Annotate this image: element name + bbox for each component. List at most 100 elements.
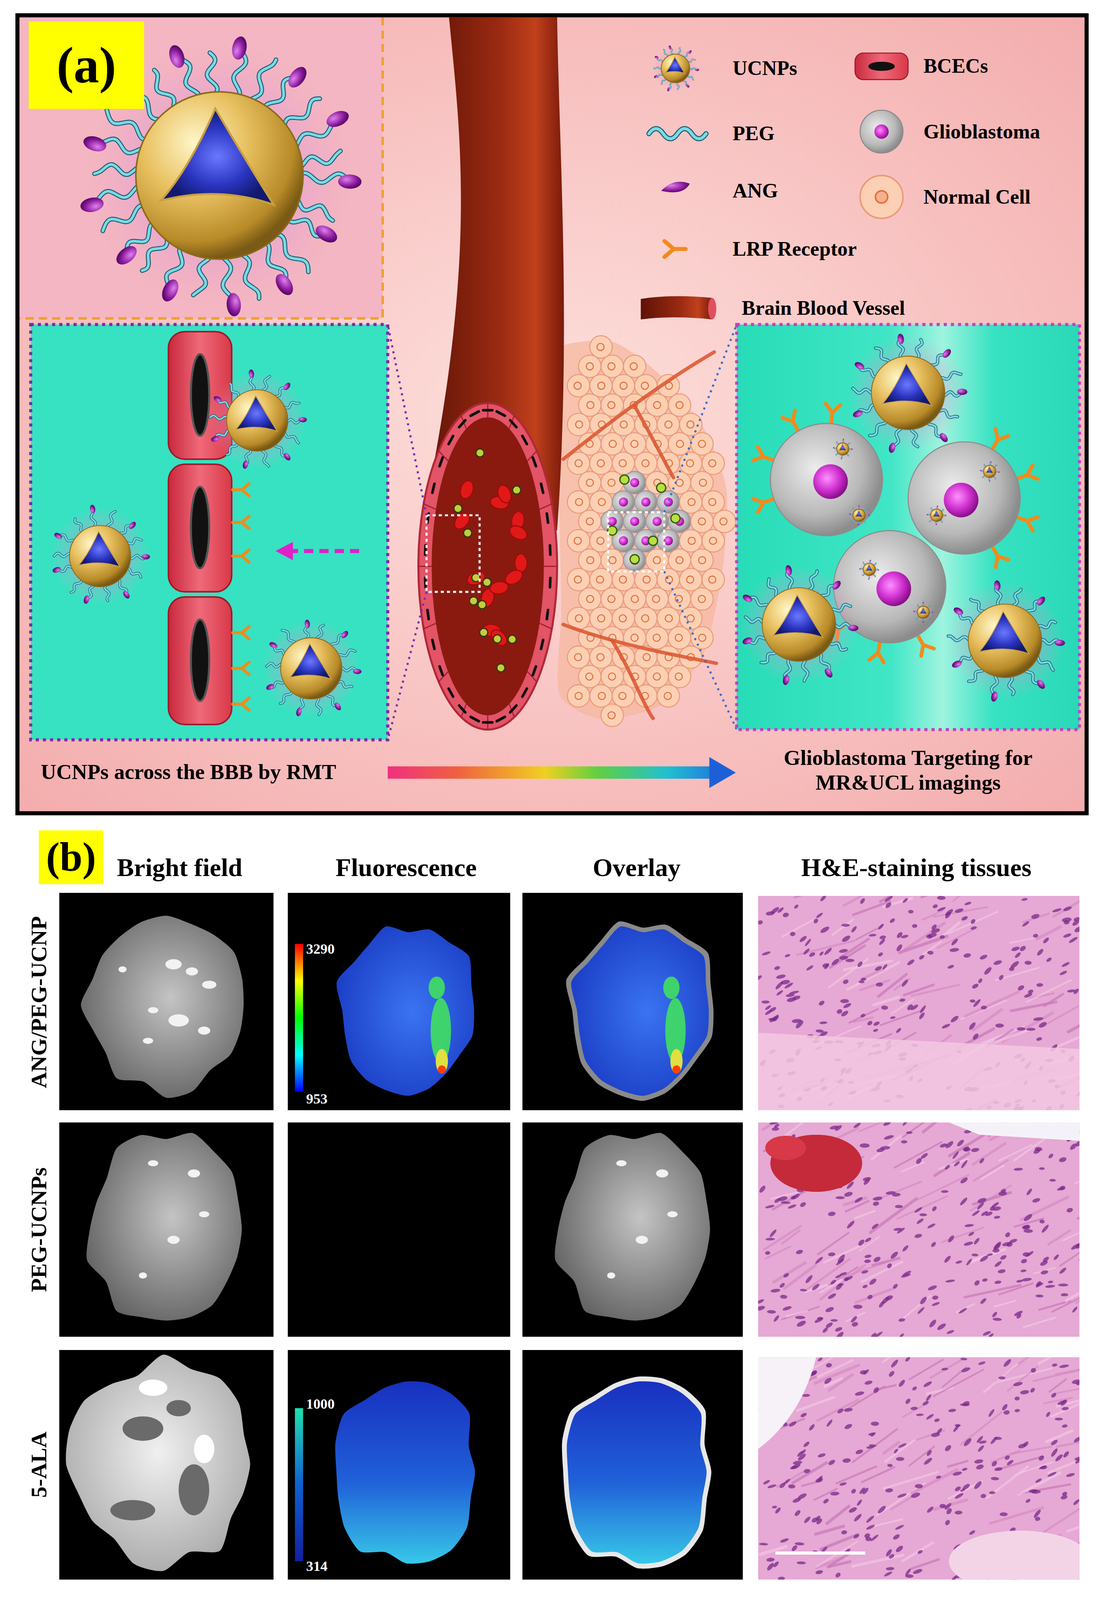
- ang-peptide: [89, 504, 97, 514]
- cell-nucleus: [930, 923, 938, 931]
- cell-nucleus: [882, 1122, 892, 1127]
- cell-nucleus: [993, 1259, 1003, 1268]
- peg-chain: [266, 662, 283, 667]
- bright-spot: [616, 1159, 627, 1166]
- cell-nucleus: [878, 1299, 886, 1309]
- tissue-fiber: [1035, 926, 1062, 940]
- cell-nucleus: [862, 1176, 872, 1186]
- core-cutaway: [919, 607, 928, 615]
- tissue-fiber: [858, 1122, 901, 1132]
- tissue-fiber: [852, 1428, 898, 1463]
- glioblastoma-nucleus: [663, 497, 674, 507]
- cell-nucleus: [834, 1281, 844, 1291]
- bright-spot: [187, 1169, 201, 1178]
- cell-nucleus: [922, 1380, 933, 1388]
- peg-chain: [283, 98, 320, 130]
- cell-nucleus: [864, 1379, 874, 1385]
- peg-chain: [126, 568, 141, 578]
- cell-nucleus: [900, 1272, 912, 1279]
- tissue-fiber: [1010, 1446, 1053, 1454]
- cell-nucleus: [827, 1210, 836, 1217]
- tissue-fiber: [783, 1264, 817, 1289]
- panel-a-ground: [17, 15, 1088, 814]
- tissue-fiber: [960, 1411, 1003, 1445]
- cell-nucleus: [859, 1142, 870, 1148]
- cell-nucleus: [804, 938, 812, 947]
- tissue-fiber: [947, 1460, 969, 1467]
- red-blood-cell: [507, 522, 530, 543]
- cell-nucleus: [829, 1278, 837, 1285]
- peg-chain-outline: [745, 616, 764, 624]
- normal-nucleus: [686, 459, 694, 467]
- cell-nucleus: [927, 1222, 937, 1229]
- lrp-receptor: [232, 516, 250, 529]
- cell-nucleus: [935, 1474, 942, 1479]
- normal-cell: [600, 471, 624, 494]
- normal-nucleus: [665, 575, 673, 583]
- cell-nucleus: [1030, 1366, 1037, 1374]
- cell-nucleus: [834, 1571, 842, 1579]
- peg-chain-outline: [829, 641, 847, 650]
- ucnp-particle: [262, 619, 362, 718]
- cell-nucleus: [836, 1008, 843, 1015]
- cell-nucleus: [872, 1027, 879, 1032]
- tissue-fiber: [986, 1465, 1029, 1499]
- cell-nucleus: [784, 953, 791, 958]
- normal-nucleus: [597, 614, 605, 622]
- endothelial-nucleus: [522, 435, 527, 444]
- cell-nucleus: [1072, 1498, 1080, 1506]
- normal-nucleus: [675, 672, 683, 680]
- cell-nucleus: [802, 1393, 811, 1397]
- cell-nucleus: [931, 1301, 941, 1307]
- cell-nucleus: [865, 1523, 876, 1531]
- signal-peak: [437, 1064, 447, 1074]
- normal-nucleus: [641, 382, 649, 390]
- cell-nucleus: [990, 1200, 1000, 1209]
- normal-nucleus: [573, 382, 581, 390]
- particle-glow: [927, 505, 947, 525]
- signal-yellow: [670, 1048, 683, 1074]
- cell-nucleus: [927, 950, 934, 955]
- tissue-fiber: [1017, 1471, 1062, 1495]
- cell-nucleus: [986, 1252, 994, 1257]
- cell-nucleus: [803, 1515, 812, 1524]
- cell-nucleus: [943, 1163, 951, 1171]
- peg-chain: [1008, 675, 1014, 695]
- peg-chain-outline: [260, 449, 269, 466]
- cell-nucleus: [964, 900, 972, 906]
- cell-nucleus: [819, 925, 831, 935]
- cell-nucleus: [803, 1468, 812, 1474]
- cell-nucleus: [802, 947, 811, 956]
- column-header: Bright field: [116, 852, 242, 883]
- inset-panel: Glioblastoma Targeting for MR&UCL imagin…: [736, 324, 1080, 807]
- cell-nucleus: [980, 1005, 988, 1010]
- cell-nucleus: [943, 1501, 953, 1511]
- cell-nucleus: [766, 1309, 777, 1314]
- capillary: [612, 640, 654, 719]
- ang-peptide: [877, 569, 880, 571]
- panel-letter: (a): [28, 21, 145, 109]
- peg-chain-outline: [74, 518, 84, 533]
- bright-spot: [635, 1235, 648, 1244]
- peg-chain: [654, 67, 663, 69]
- cell-nucleus: [1061, 1423, 1068, 1428]
- gold-shell: [135, 91, 304, 260]
- cell-nucleus: [1020, 1389, 1030, 1395]
- normal-cell: [668, 665, 691, 688]
- peg-chain: [916, 339, 923, 359]
- normal-nucleus: [620, 382, 628, 390]
- cell-nucleus: [963, 952, 972, 958]
- cell-nucleus: [1040, 1223, 1050, 1234]
- core-cutaway: [290, 643, 332, 679]
- ang-peptide: [339, 629, 350, 640]
- peg-chain: [687, 74, 694, 80]
- endothelial-nucleus: [439, 457, 443, 467]
- cell-nucleus: [768, 1014, 779, 1024]
- cell-nucleus: [901, 897, 909, 904]
- cell-nucleus: [894, 1544, 905, 1553]
- cell-nucleus: [997, 973, 1005, 981]
- cell-nucleus: [931, 1205, 938, 1212]
- bright-spot: [142, 1037, 153, 1044]
- cell-nucleus: [998, 1376, 1006, 1380]
- cell-nucleus: [872, 1385, 880, 1394]
